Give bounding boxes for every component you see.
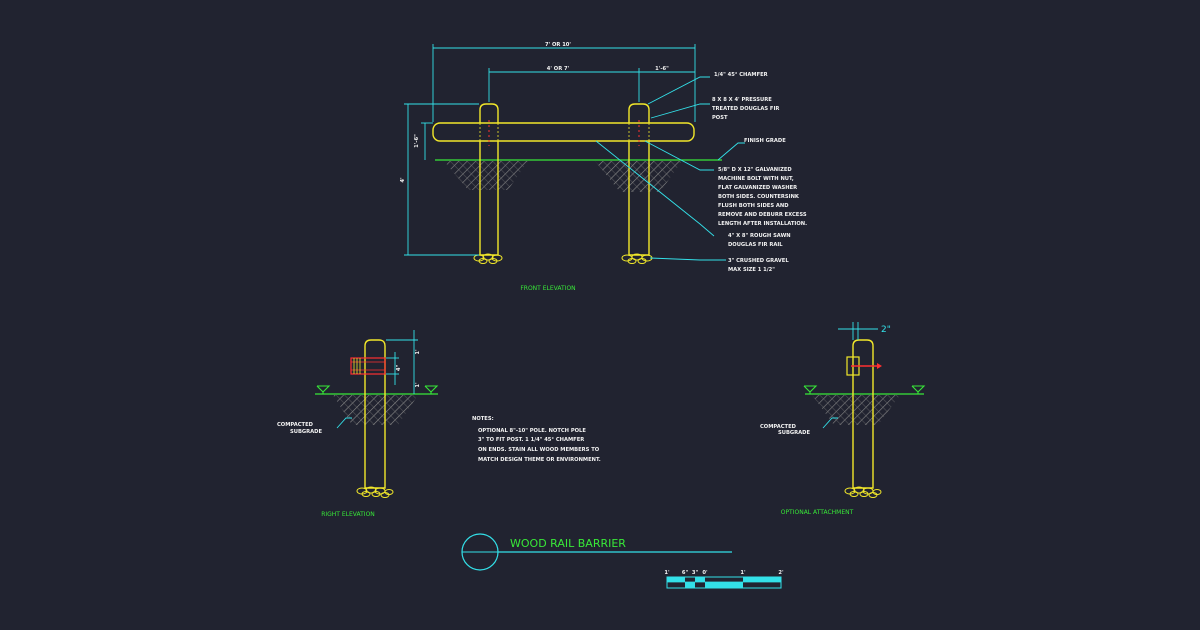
right-dim-3: 1' (415, 382, 421, 388)
title-block: WOOD RAIL BARRIER 1' 6" 3" 0' 1' 2' (461, 533, 784, 589)
optional-attachment: 2" COMPACTED SUBGRADE OPTIONAL ATTACHMEN… (760, 322, 926, 516)
callout-grade: FINISH GRADE (744, 138, 786, 144)
callout-bolt-4: BOTH SIDES. COUNTERSINK (718, 194, 800, 200)
compacted-leader-optional (822, 417, 838, 429)
bolt-marks (488, 120, 640, 146)
notes-line-3: ON ENDS. STAIN ALL WOOD MEMBERS TO (478, 447, 600, 453)
subgrade-hatch-optional (812, 395, 900, 425)
front-elevation-label: FRONT ELEVATION (520, 285, 575, 292)
notes-heading: NOTES: (472, 416, 494, 422)
graphic-scale (666, 576, 782, 589)
compacted-optional-1: COMPACTED (760, 424, 797, 430)
gravel-base-left (473, 253, 503, 264)
grade-markers-right-elev (316, 385, 439, 394)
compacted-optional-2: SUBGRADE (778, 430, 810, 436)
callout-chamfer: 1/4" 45° CHAMFER (714, 72, 768, 78)
dim-spacing: 4' OR 7' (547, 66, 570, 72)
dim-overall: 7' OR 10' (545, 42, 571, 48)
callout-gravel-1: 3" CRUSHED GRAVEL (728, 258, 789, 264)
notes: NOTES: OPTIONAL 8"-10" POLE. NOTCH POLE … (472, 416, 601, 463)
grade-markers-optional (803, 385, 926, 394)
post-right-elev (364, 339, 386, 489)
notes-line-2: 3" TO FIT POST. 1 1/4" 45° CHAMFER (478, 437, 584, 443)
post-optional (852, 339, 874, 489)
callout-leaders (595, 76, 745, 261)
gravel-base-optional (844, 486, 882, 498)
callout-bolt-3: FLAT GALVANIZED WASHER (718, 185, 797, 191)
rail-grain (353, 358, 361, 374)
subgrade-hatch-right (595, 161, 682, 192)
callout-rail-2: DOUGLAS FIR RAIL (728, 242, 783, 248)
post-left (479, 103, 499, 256)
notes-line-1: OPTIONAL 8"-10" POLE. NOTCH POLE (478, 428, 586, 434)
right-dim-2: 4" (396, 365, 402, 372)
gravel-base-right-elev (356, 486, 394, 498)
compacted-right-2: SUBGRADE (290, 429, 322, 435)
dim-rail-height: 1'-6" (414, 134, 420, 148)
scale-label-4: 0' (702, 570, 708, 576)
callout-bolt-1: 5/8" D X 12" GALVANIZED (718, 167, 792, 173)
notes-line-4: MATCH DESIGN THEME OR ENVIRONMENT. (478, 457, 601, 463)
scale-label-3: 3" (692, 570, 699, 576)
callout-bolt-6: REMOVE AND DEBURR EXCESS (718, 212, 807, 218)
subgrade-hatch-left (444, 161, 528, 190)
dim-overhang: 1'-6" (655, 66, 669, 72)
callout-bolt-5: FLUSH BOTH SIDES AND (718, 203, 789, 209)
optional-dim: 2" (881, 325, 891, 335)
scale-label-1: 1' (664, 570, 670, 576)
scale-label-2: 6" (682, 570, 689, 576)
scale-label-5: 1' (740, 570, 746, 576)
drawing-title: WOOD RAIL BARRIER (510, 537, 626, 550)
callout-rail-1: 4" X 8" ROUGH SAWN (728, 233, 791, 239)
dim-post-height: 4' (400, 177, 406, 183)
compacted-leader-right (336, 417, 352, 429)
compacted-right-1: COMPACTED (277, 422, 314, 428)
rail-section (350, 357, 386, 375)
front-elevation: 7' OR 10' 4' OR 7' 1'-6" 1'-6" 4' 1/4" 4… (400, 42, 807, 292)
callout-gravel-2: MAX SIZE 1 1/2" (728, 267, 775, 273)
callout-post-2: TREATED DOUGLAS FIR (712, 106, 779, 112)
right-elev-dimensions (386, 330, 418, 394)
optional-dimensions (838, 322, 878, 340)
callout-post-1: 8 X 8 X 4' PRESSURE (712, 97, 772, 103)
right-elevation-label: RIGHT ELEVATION (321, 511, 375, 518)
optional-attachment-label: OPTIONAL ATTACHMENT (781, 509, 854, 516)
post-right (628, 103, 650, 256)
right-elevation: 1' 4" 1' COMPACTED SUBGRADE RIGHT ELEVAT… (277, 330, 439, 518)
callout-post-3: POST (712, 115, 728, 121)
rail (432, 122, 695, 142)
callout-bolt-2: MACHINE BOLT WITH NUT, (718, 176, 794, 182)
callout-bolt-7: LENGTH AFTER INSTALLATION. (718, 221, 807, 227)
front-dimensions (404, 44, 696, 256)
subgrade-hatch-right-elev (333, 395, 418, 425)
scale-label-6: 2' (778, 570, 784, 576)
right-dim-1: 1' (415, 349, 421, 355)
